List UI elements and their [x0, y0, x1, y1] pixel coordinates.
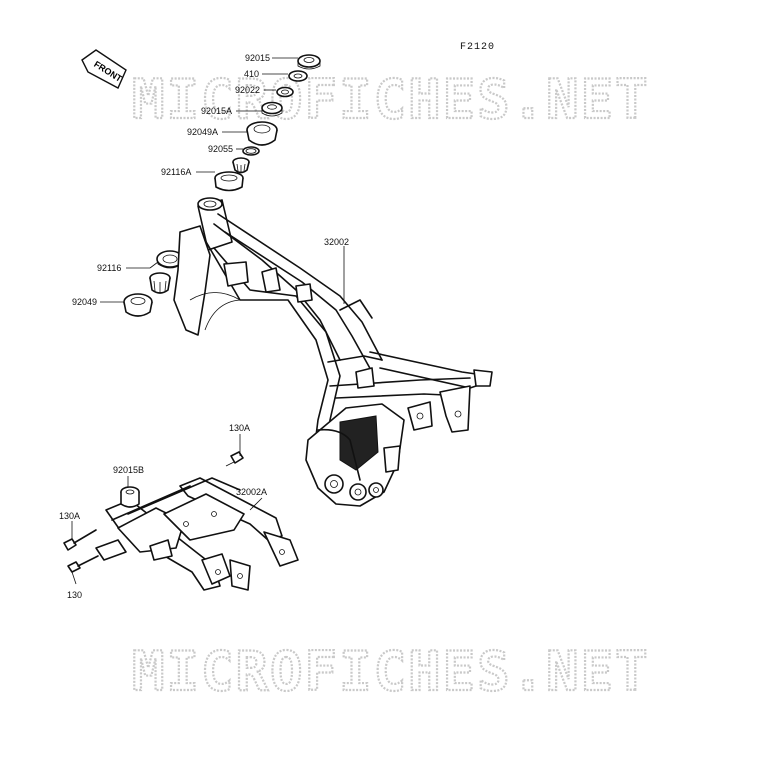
front-arrow-icon: FRONT	[81, 49, 127, 89]
label-92049A: 92049A	[187, 127, 218, 137]
race-92116A	[214, 171, 244, 192]
label-32002A: 32002A	[236, 487, 267, 497]
label-92015A: 92015A	[201, 106, 232, 116]
label-130: 130	[67, 590, 82, 600]
label-92116: 92116	[97, 263, 121, 273]
washer-92022	[276, 86, 294, 98]
washer-410	[288, 70, 308, 82]
label-92055: 92055	[208, 144, 233, 154]
watermark-bottom: MICROFICHES.NET	[132, 640, 650, 703]
label-92015: 92015	[245, 53, 270, 63]
label-92022: 92022	[235, 85, 260, 95]
main-frame-32002	[173, 197, 493, 507]
label-130A-left: 130A	[59, 511, 80, 521]
label-92015B: 92015B	[113, 465, 144, 475]
label-32002: 32002	[324, 237, 349, 247]
watermark-top: MICROFICHES.NET	[132, 68, 650, 131]
bearing-lower	[149, 272, 171, 294]
bolt-130	[67, 555, 99, 573]
nut-92015A	[261, 101, 283, 117]
label-410: 410	[244, 69, 259, 79]
nut-92015	[297, 54, 321, 70]
label-130A-top: 130A	[229, 423, 250, 433]
steering-parts-upper	[214, 54, 321, 192]
diagram-code: F2120	[460, 42, 495, 53]
leader-lines	[71, 57, 345, 585]
bearing-upper	[232, 157, 250, 174]
bolt-130A-left	[63, 529, 97, 551]
ring-92055	[242, 146, 260, 156]
bolt-130A-top	[225, 451, 244, 467]
collar-92015B	[120, 486, 140, 508]
seal-92049A	[246, 121, 278, 146]
seal-92049	[123, 293, 153, 317]
part-labels: 92015 410 92022 92015A 92049A 92055 9211…	[59, 53, 349, 600]
sub-frame-32002A	[95, 477, 299, 591]
steering-parts-lower	[123, 250, 184, 317]
label-92116A: 92116A	[161, 167, 191, 177]
label-92049: 92049	[72, 297, 97, 307]
